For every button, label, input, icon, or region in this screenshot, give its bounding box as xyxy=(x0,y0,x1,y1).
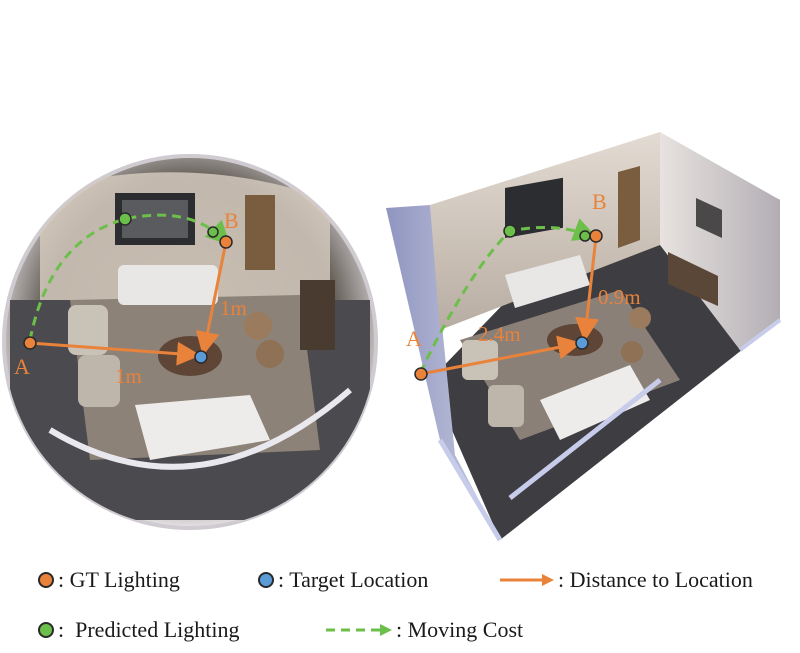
room-sofa-back-shape xyxy=(505,255,590,308)
legend-moving-cost-label: : Moving Cost xyxy=(396,617,524,642)
legend: : GT Lighting : Target Location : Distan… xyxy=(0,545,800,653)
sofa-back-shape xyxy=(118,265,218,305)
panorama-dist-b: 1m xyxy=(220,296,247,320)
orange-dot-icon xyxy=(38,572,54,588)
legend-moving-cost: : Moving Cost xyxy=(326,617,523,643)
room-distance-arrow-a xyxy=(420,335,582,376)
orange-arrow-icon xyxy=(500,574,554,586)
legend-target-location-label: : Target Location xyxy=(278,567,429,592)
legend-predicted-lighting-label: : Predicted Lighting xyxy=(58,617,240,642)
panorama-distance-arrow-b xyxy=(195,241,228,356)
legend-predicted-lighting: : Predicted Lighting xyxy=(38,617,239,643)
legend-distance: : Distance to Location xyxy=(500,567,753,593)
blue-dot-icon xyxy=(258,572,274,588)
diagram-canvas: A B 1m 1m xyxy=(2,132,782,542)
legend-distance-label: : Distance to Location xyxy=(558,567,753,592)
sofa-front-shape xyxy=(135,395,270,460)
room-gt-point-a xyxy=(414,367,428,381)
room-3d-model: A B 2.4m 0.9m xyxy=(386,132,782,542)
room-dist-a: 2.4m xyxy=(478,322,521,346)
room-label-a: A xyxy=(406,326,422,351)
room-painting-shape xyxy=(505,177,563,238)
panorama-predicted-point-2 xyxy=(207,226,219,238)
room-dist-b: 0.9m xyxy=(598,285,641,309)
room-sofa-front-shape xyxy=(540,365,650,440)
panorama-gt-point-a xyxy=(23,336,37,350)
legend-gt-lighting: : GT Lighting xyxy=(38,567,180,593)
room-distance-arrow-b xyxy=(575,236,599,342)
panorama-dist-a: 1m xyxy=(115,364,142,388)
panorama-predicted-point-1 xyxy=(118,212,132,226)
room-predicted-point-1 xyxy=(503,224,517,238)
green-dot-icon xyxy=(38,622,54,638)
panorama-target-point xyxy=(194,350,208,364)
panorama-label-b: B xyxy=(224,208,239,233)
room-gt-point-b xyxy=(589,229,603,243)
panorama-sphere: A B 1m 1m xyxy=(2,154,378,530)
green-dashed-arrow-icon xyxy=(326,624,392,636)
legend-gt-lighting-label: : GT Lighting xyxy=(58,567,180,592)
panorama-gt-point-b xyxy=(219,235,233,249)
room-predicted-point-2 xyxy=(579,230,591,242)
room-coffee-table-shape xyxy=(547,324,603,356)
panorama-label-a: A xyxy=(14,354,30,379)
room-label-b: B xyxy=(592,189,607,214)
room-target-point xyxy=(575,336,589,350)
legend-target-location: : Target Location xyxy=(258,567,428,593)
panorama-distance-arrow-a xyxy=(29,341,201,366)
